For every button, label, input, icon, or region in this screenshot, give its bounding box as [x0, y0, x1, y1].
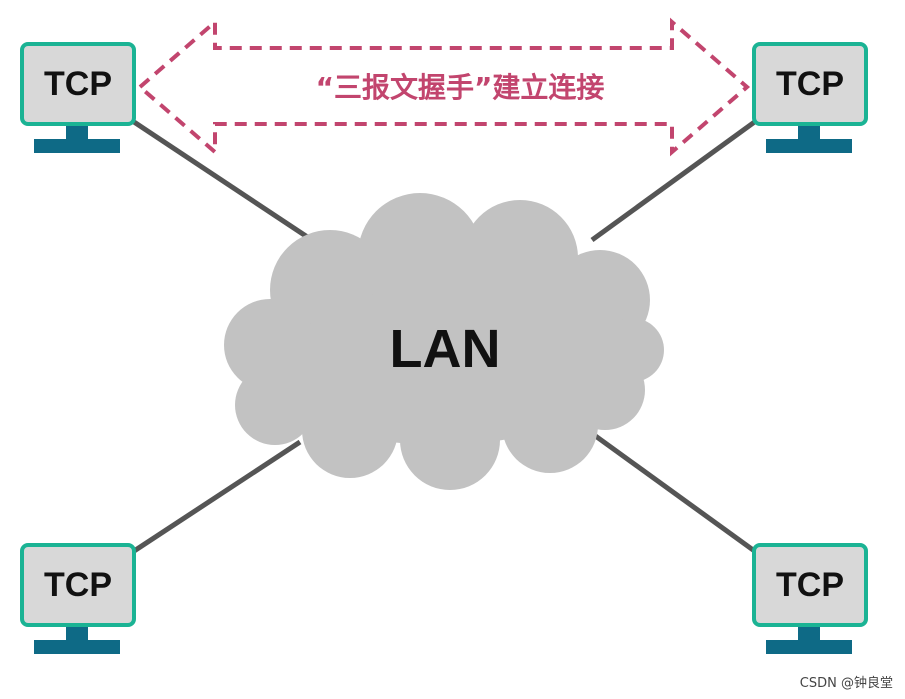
cloud-icon: [224, 193, 664, 490]
connection-label: “三报文握手”建立连接: [315, 71, 605, 104]
computer-icon: TCP: [752, 42, 868, 126]
watermark: CSDN @钟良堂: [799, 676, 893, 691]
computer-icon: TCP: [752, 543, 868, 627]
node-label: TCP: [776, 64, 844, 103]
link-top-right: [590, 115, 762, 243]
monitor-base: [766, 139, 852, 153]
node-label: TCP: [44, 565, 112, 604]
computer-top-left: TCP: [20, 42, 136, 162]
monitor-base: [34, 139, 120, 153]
computer-icon: TCP: [20, 42, 136, 126]
monitor-neck: [798, 126, 820, 140]
cloud-label: LAN: [389, 319, 501, 379]
double-arrow-icon: [136, 17, 751, 157]
link-top-left: [126, 115, 332, 255]
node-label: TCP: [776, 565, 844, 604]
node-label: TCP: [44, 64, 112, 103]
monitor-neck: [66, 627, 88, 641]
monitor-base: [766, 640, 852, 654]
monitor-neck: [798, 627, 820, 641]
computer-icon: TCP: [20, 543, 136, 627]
computer-bottom-right: TCP: [752, 543, 868, 663]
link-bottom-right: [588, 429, 762, 558]
monitor-base: [34, 640, 120, 654]
link-bottom-left: [126, 439, 302, 558]
monitor-neck: [66, 126, 88, 140]
computer-top-right: TCP: [752, 42, 868, 162]
computer-bottom-left: TCP: [20, 543, 136, 663]
